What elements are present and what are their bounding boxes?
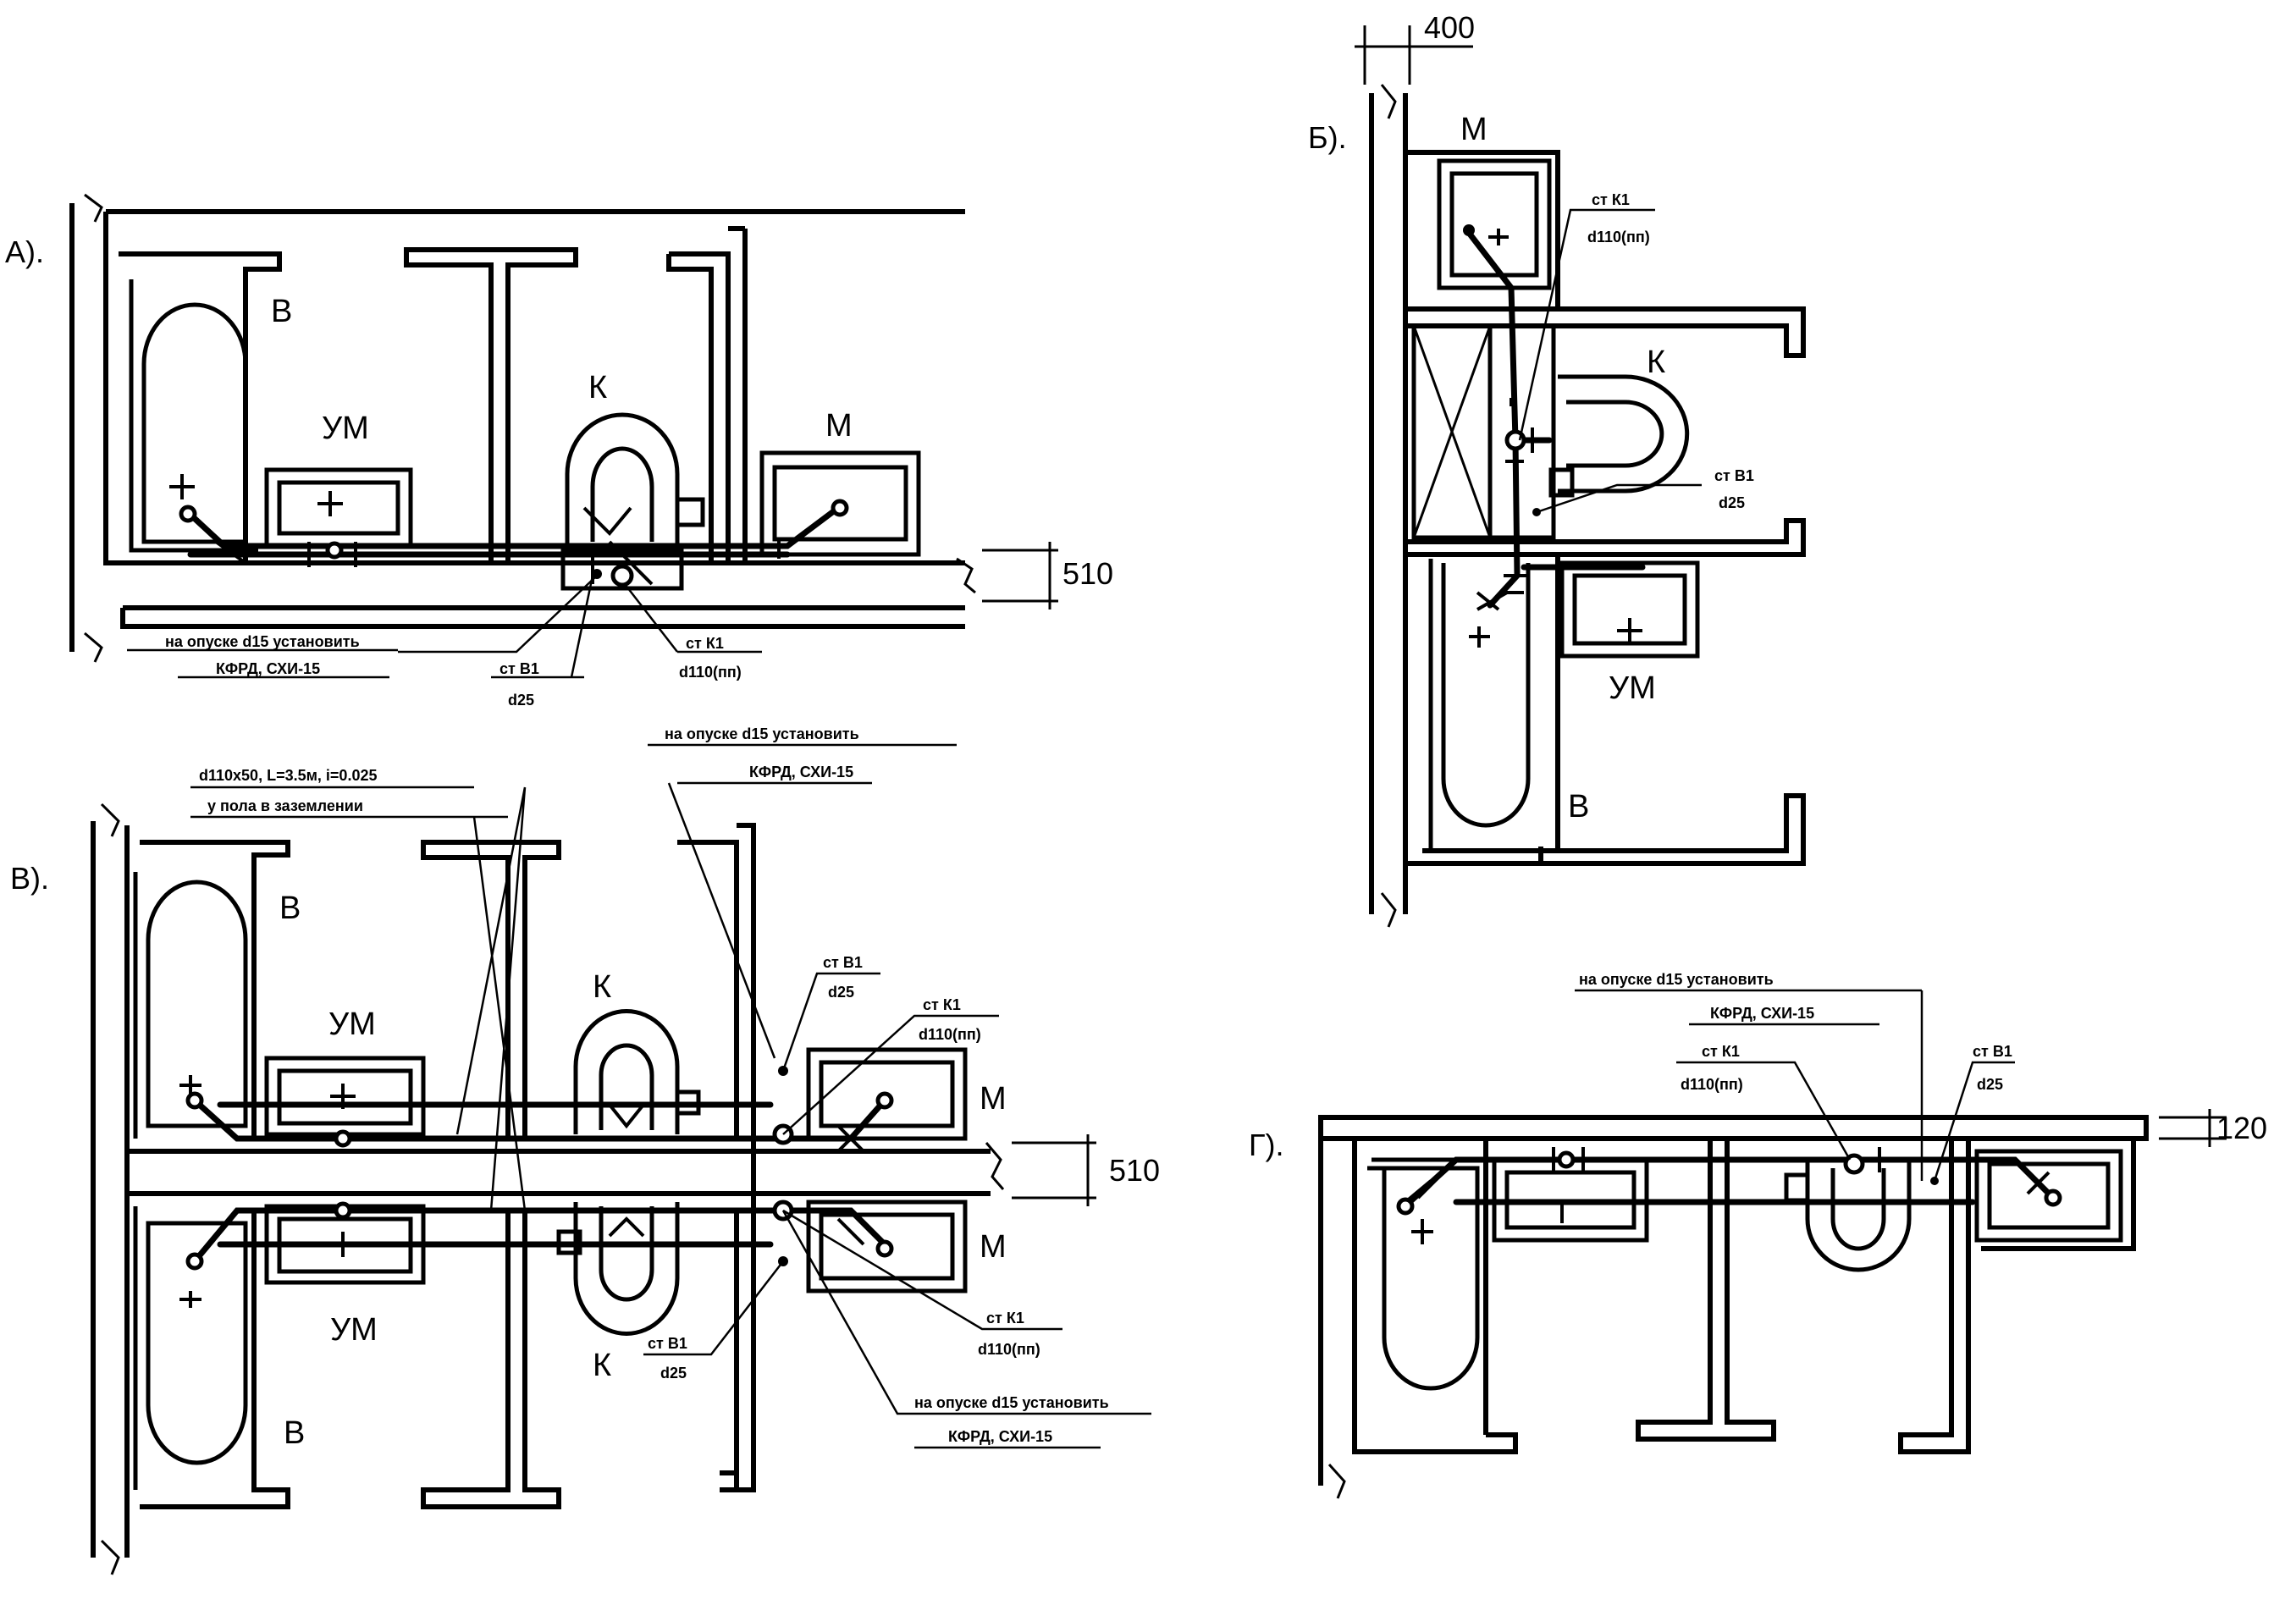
plan-v-annotations: d110x50, L=3.5м, i=0.025 у пола в заземл… — [190, 725, 1151, 1449]
plan-v-pipes — [179, 1066, 894, 1308]
svg-text:ст В1: ст В1 — [1714, 467, 1754, 484]
plan-b-annotations: ст К1 d110(пп) ст В1 d25 — [1518, 191, 1754, 514]
svg-text:d110(пп): d110(пп) — [919, 1026, 981, 1043]
plan-b-shaft — [1411, 323, 1556, 540]
plan-v-room-sink-bottom: УМ — [330, 1312, 378, 1348]
plan-b-room-washer: М — [1460, 112, 1487, 147]
svg-text:d25: d25 — [1719, 494, 1745, 511]
svg-text:на опуске d15 установить: на опуске d15 установить — [165, 633, 360, 650]
svg-text:510: 510 — [1062, 556, 1113, 591]
svg-text:d110(пп): d110(пп) — [1587, 229, 1650, 245]
plan-v-washer-bottom — [806, 1200, 968, 1293]
svg-text:d25: d25 — [508, 692, 534, 709]
svg-text:d25: d25 — [1977, 1076, 2003, 1093]
plan-g-pipes — [1396, 1147, 2062, 1244]
plan-v-bathtub-bottom — [133, 1206, 248, 1490]
svg-text:на опуске d15 установить: на опуске d15 установить — [914, 1394, 1109, 1411]
svg-text:ст В1: ст В1 — [823, 954, 863, 971]
svg-text:КФРД, СХИ-15: КФРД, СХИ-15 — [948, 1428, 1052, 1445]
plan-g-bathtub — [1367, 1157, 1482, 1391]
svg-text:ст В1: ст В1 — [1973, 1043, 2012, 1060]
plan-a-bathtub — [129, 279, 258, 553]
plan-v-toilet-bottom — [556, 1202, 680, 1336]
plan-v-washer-top — [806, 1047, 968, 1141]
plan-v-room-toilet-bottom: К — [593, 1348, 611, 1383]
plan-v-room-sink-top: УМ — [328, 1007, 376, 1042]
plan-a-pipes — [169, 474, 849, 587]
plan-a-walls — [69, 193, 976, 663]
svg-text:ст К1: ст К1 — [1592, 191, 1630, 208]
plan-b-sink — [1559, 560, 1700, 659]
plan-v-room-toilet-top: К — [593, 969, 611, 1005]
svg-text:ст К1: ст К1 — [923, 996, 961, 1013]
plan-v-bathtub-top — [133, 872, 248, 1139]
svg-text:120: 120 — [2216, 1111, 2267, 1145]
plan-v-room-bath-top: В — [279, 891, 301, 926]
plan-v-room-washer-bottom: М — [980, 1229, 1007, 1265]
plan-b-bathtub — [1428, 559, 1531, 851]
plan-g-label: Г). — [1249, 1128, 1283, 1162]
plan-g-washer — [1974, 1149, 2123, 1243]
svg-text:у пола в заземлении: у пола в заземлении — [207, 797, 363, 814]
svg-text:d25: d25 — [828, 984, 854, 1001]
plan-v-toilet-top — [573, 1009, 701, 1134]
plan-v-dimension-510: 510 — [1012, 1134, 1160, 1206]
plan-v: В). В УМ — [10, 725, 1160, 1575]
svg-text:КФРД, СХИ-15: КФРД, СХИ-15 — [1710, 1005, 1814, 1022]
plan-v-room-bath-bottom: В — [284, 1415, 305, 1451]
svg-text:ст В1: ст В1 — [648, 1335, 687, 1352]
plan-a-room-sink: УМ — [322, 411, 369, 446]
plan-b-label: Б). — [1308, 120, 1347, 155]
plan-a-dimension-510: 510 — [982, 542, 1113, 609]
plan-a-sink — [264, 467, 413, 549]
plan-v-label: В). — [10, 861, 49, 896]
svg-text:КФРД, СХИ-15: КФРД, СХИ-15 — [749, 764, 853, 780]
svg-text:ст В1: ст В1 — [499, 660, 539, 677]
plan-a: А). В — [5, 193, 1113, 709]
svg-text:d110x50, L=3.5м, i=0.025: d110x50, L=3.5м, i=0.025 — [199, 767, 377, 784]
plan-b-room-toilet: К — [1647, 345, 1665, 380]
svg-text:ст К1: ст К1 — [1702, 1043, 1740, 1060]
plan-g-toilet — [1784, 1160, 1912, 1272]
svg-text:510: 510 — [1109, 1153, 1160, 1188]
plan-a-room-washer: М — [825, 408, 853, 444]
plan-v-room-washer-top: М — [980, 1081, 1007, 1117]
svg-text:d110(пп): d110(пп) — [1681, 1076, 1743, 1093]
plan-b-pipes — [1463, 224, 1646, 648]
plan-a-room-toilet: К — [588, 370, 607, 405]
plan-a-room-bath: В — [271, 294, 292, 329]
plan-a-toilet — [560, 412, 705, 591]
svg-text:КФРД, СХИ-15: КФРД, СХИ-15 — [216, 660, 320, 677]
plan-g: Г). — [1249, 971, 2267, 1499]
plan-g-annotations: на опуске d15 установить КФРД, СХИ-15 ст… — [1575, 971, 2015, 1182]
svg-text:на опуске d15 установить: на опуске d15 установить — [1579, 971, 1774, 988]
plan-b-toilet — [1548, 374, 1690, 498]
plan-b: Б). 400 М — [1308, 10, 1806, 928]
plan-b-dimension-400: 400 — [1355, 10, 1475, 85]
plan-b-washer — [1437, 158, 1552, 290]
svg-text:ст К1: ст К1 — [986, 1310, 1024, 1326]
svg-text:d110(пп): d110(пп) — [978, 1341, 1040, 1358]
svg-text:d25: d25 — [660, 1365, 687, 1382]
svg-text:на опуске d15 установить: на опуске d15 установить — [665, 725, 859, 742]
plan-a-label: А). — [5, 234, 44, 269]
plan-b-room-bath: В — [1568, 789, 1589, 825]
svg-text:d110(пп): d110(пп) — [679, 664, 742, 681]
plan-g-walls — [1318, 1115, 2149, 1499]
plan-a-annotations: на опуске d15 установить КФРД, СХИ-15 ст… — [127, 575, 762, 709]
plan-b-walls — [1369, 84, 1806, 928]
plan-v-walls — [91, 802, 1005, 1575]
svg-text:ст К1: ст К1 — [686, 635, 724, 652]
plan-b-room-sink: УМ — [1609, 670, 1656, 706]
svg-text:400: 400 — [1424, 10, 1475, 45]
plan-a-washer — [759, 450, 921, 557]
plan-v-sink-top — [264, 1056, 426, 1137]
plan-g-dimension-120: 120 — [2159, 1109, 2267, 1147]
